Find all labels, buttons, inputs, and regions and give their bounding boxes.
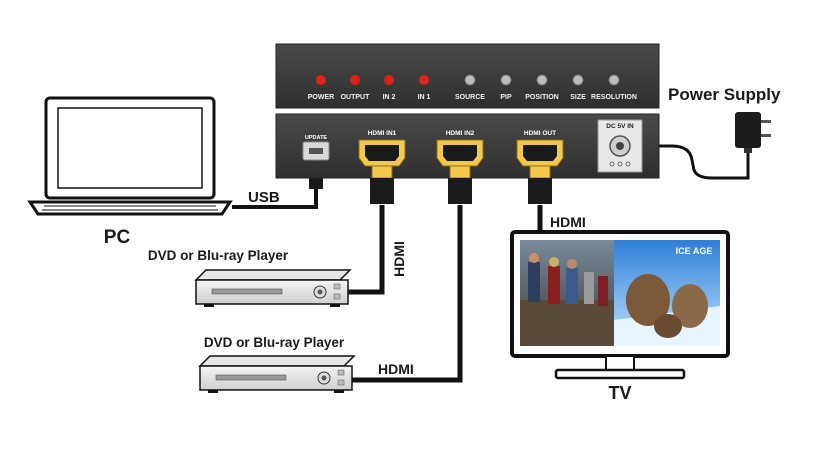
hdmi-in1-label: HDMI IN1 bbox=[368, 130, 397, 137]
led-in1: IN 1 bbox=[418, 75, 431, 101]
led-power-label: POWER bbox=[308, 94, 334, 101]
led-output: OUTPUT bbox=[341, 75, 371, 101]
position-button-label: POSITION bbox=[525, 94, 558, 101]
laptop-icon bbox=[27, 96, 233, 216]
player2-label: DVD or Blu-ray Player bbox=[204, 335, 345, 350]
position-button[interactable]: POSITION bbox=[525, 74, 559, 101]
usb-cable bbox=[232, 186, 318, 209]
pip-button-label: PIP bbox=[500, 94, 512, 101]
hdmi-in1-port[interactable]: HDMI IN1 bbox=[358, 130, 406, 167]
hdmi-in2-cable bbox=[352, 205, 463, 383]
tv-screen: ICE AGE bbox=[520, 240, 720, 346]
hdmi-plug-in2 bbox=[448, 165, 472, 204]
dc-power-label: DC 5V IN bbox=[606, 123, 634, 130]
hdmi-in2-label: HDMI IN2 bbox=[446, 130, 475, 137]
led-output-label: OUTPUT bbox=[341, 94, 371, 101]
pip-button[interactable]: PIP bbox=[500, 74, 512, 101]
player1-label: DVD or Blu-ray Player bbox=[148, 248, 289, 263]
polarity-icon bbox=[609, 161, 631, 167]
resolution-button-label: RESOLUTION bbox=[591, 94, 637, 101]
hdmi-player2-label: HDMI bbox=[378, 361, 414, 377]
screen-logo: ICE AGE bbox=[676, 246, 713, 256]
resolution-button[interactable]: RESOLUTION bbox=[591, 74, 637, 101]
led-in1-label: IN 1 bbox=[418, 94, 431, 101]
update-port-label: UPDATE bbox=[305, 135, 328, 141]
power-supply-label: Power Supply bbox=[668, 85, 781, 104]
hdmi-plug-out bbox=[528, 165, 552, 204]
hdmi-plug-in1 bbox=[370, 165, 394, 204]
front-panel: POWER OUTPUT IN 2 IN 1 SOURCE PIP POSITI… bbox=[275, 43, 660, 109]
tv-label: TV bbox=[608, 383, 631, 403]
source-button-label: SOURCE bbox=[455, 94, 485, 101]
size-button[interactable]: SIZE bbox=[570, 74, 586, 101]
led-power: POWER bbox=[308, 75, 334, 101]
power-adapter-icon bbox=[735, 112, 771, 153]
hdmi-in1-cable bbox=[348, 205, 385, 295]
usb-label: USB bbox=[248, 189, 280, 206]
led-in2: IN 2 bbox=[383, 75, 396, 101]
size-button-label: SIZE bbox=[570, 94, 586, 101]
led-in2-label: IN 2 bbox=[383, 94, 396, 101]
hdmi-in2-port[interactable]: HDMI IN2 bbox=[436, 130, 484, 167]
power-cable bbox=[640, 144, 750, 180]
hdmi-out-port[interactable]: HDMI OUT bbox=[516, 130, 564, 167]
dvd-player-2-icon bbox=[198, 355, 356, 393]
hdmi-tv-label: HDMI bbox=[550, 214, 586, 230]
hdmi-out-label: HDMI OUT bbox=[524, 130, 556, 137]
dvd-player-1-icon bbox=[194, 269, 352, 307]
hdmi-vertical-label: HDMI bbox=[391, 241, 407, 277]
dc-power-port[interactable]: DC 5V IN bbox=[597, 119, 643, 173]
source-button[interactable]: SOURCE bbox=[455, 74, 485, 101]
tv-icon: ICE AGE bbox=[510, 230, 730, 380]
pc-label: PC bbox=[104, 227, 131, 248]
update-port[interactable]: UPDATE bbox=[302, 135, 330, 161]
